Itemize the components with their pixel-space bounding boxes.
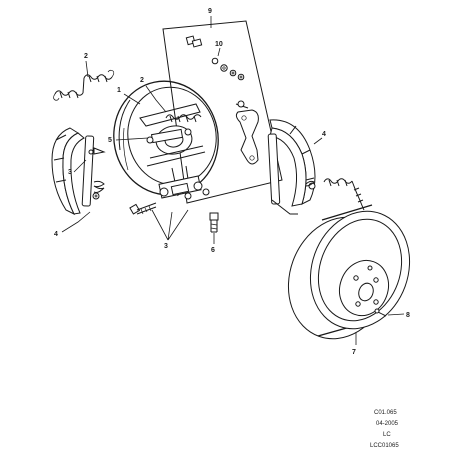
callout-10: 10 bbox=[215, 41, 223, 48]
leader-lines bbox=[61, 16, 405, 345]
callout-2-top: 2 bbox=[84, 53, 88, 60]
hold-down-spring-right bbox=[305, 180, 316, 190]
pin-fastener bbox=[185, 35, 203, 48]
callout-4-left: 4 bbox=[54, 231, 58, 238]
callout-7: 7 bbox=[352, 349, 356, 356]
callout-4-right: 4 bbox=[322, 131, 326, 138]
kit-box-outline bbox=[162, 20, 283, 204]
adjuster-screw bbox=[235, 100, 249, 109]
mounting-bolt-left bbox=[129, 202, 157, 215]
return-spring-right bbox=[323, 178, 365, 211]
hold-down-spring-left bbox=[92, 180, 105, 200]
lever-assembly bbox=[146, 128, 192, 144]
drum-screw bbox=[374, 308, 387, 317]
callout-3-bottom: 3 bbox=[164, 243, 168, 250]
hold-down-pin bbox=[88, 147, 106, 155]
adjuster-link bbox=[235, 109, 259, 165]
reference-date: 04-2005 bbox=[376, 421, 399, 427]
bottom-adjuster bbox=[158, 175, 210, 200]
reference-code: C01.065 bbox=[374, 410, 397, 416]
callout-3-left: 3 bbox=[68, 169, 72, 176]
callout-8: 8 bbox=[406, 312, 410, 319]
callout-5: 5 bbox=[108, 137, 112, 144]
callout-9: 9 bbox=[208, 8, 212, 15]
return-spring-top bbox=[53, 69, 115, 101]
callout-6: 6 bbox=[211, 247, 215, 254]
brake-shoe-left bbox=[51, 127, 95, 216]
mounting-bolt-center bbox=[209, 212, 219, 233]
brake-drum bbox=[287, 204, 411, 340]
backing-plate-spring bbox=[165, 114, 202, 123]
callout-labels: 2 9 10 1 2 5 3 4 4 3 6 7 8 bbox=[54, 8, 410, 356]
washer-set bbox=[211, 57, 245, 81]
callout-1: 1 bbox=[117, 87, 121, 94]
reference-block: C01.065 04-2005 LC LCC01065 bbox=[370, 410, 399, 449]
callout-2-plate: 2 bbox=[140, 77, 144, 84]
brake-shoe-right bbox=[267, 119, 316, 215]
reference-model: LC bbox=[383, 432, 391, 438]
reference-figure: LCC01065 bbox=[370, 443, 399, 449]
